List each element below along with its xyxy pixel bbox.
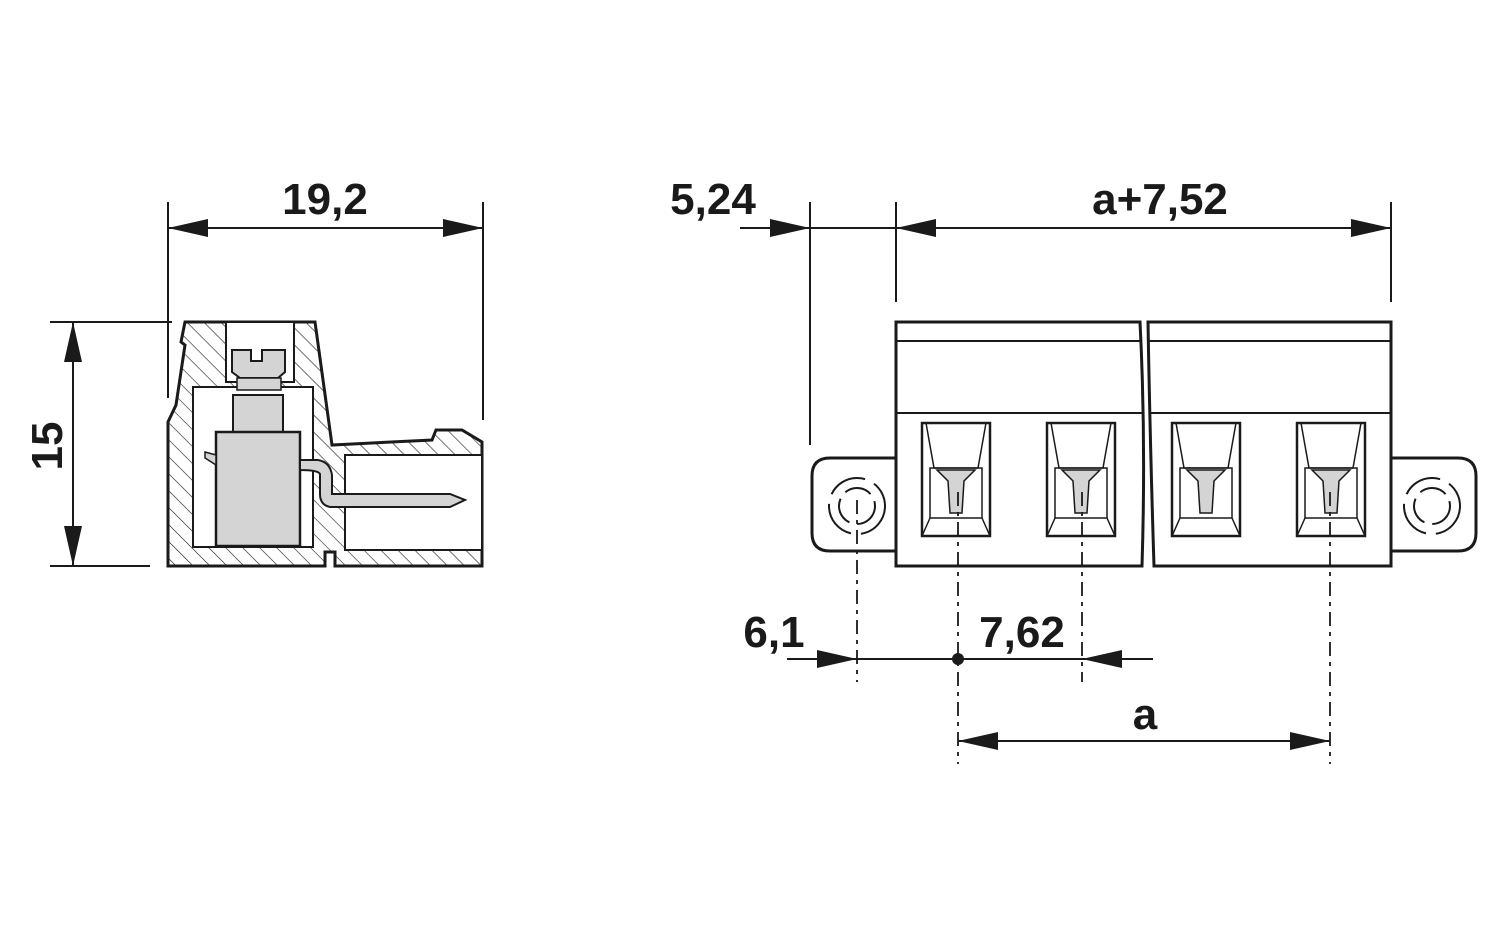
mounting-hole-right-icon bbox=[1403, 477, 1461, 535]
hole-offset-label: 6,1 bbox=[743, 608, 804, 657]
screw-head-icon bbox=[231, 349, 286, 379]
dimension-total-width: a+7,52 bbox=[810, 175, 1392, 302]
side-view: 19,2 15 bbox=[23, 175, 484, 568]
height-label: 15 bbox=[23, 422, 72, 471]
dimension-height-15: 15 bbox=[23, 321, 172, 567]
mounting-hole-left-icon bbox=[828, 477, 886, 535]
pitch-label: 7,62 bbox=[979, 608, 1065, 657]
offset-label: 5,24 bbox=[670, 175, 756, 224]
terminal-opening-4 bbox=[1295, 421, 1367, 538]
flange-left bbox=[810, 456, 896, 553]
contact-pin bbox=[299, 459, 468, 508]
terminal-opening-1 bbox=[920, 421, 992, 538]
total-width-label: a+7,52 bbox=[1092, 175, 1228, 224]
terminal-opening-2 bbox=[1045, 421, 1117, 538]
dimension-width-19-2: 19,2 bbox=[167, 175, 484, 420]
width-label: 19,2 bbox=[282, 175, 368, 224]
center-lines bbox=[856, 492, 1331, 764]
housing-section bbox=[166, 320, 484, 568]
front-view: 5,24 a+7,52 bbox=[670, 175, 1478, 764]
dimension-span-a: a bbox=[958, 690, 1330, 750]
dimension-hole-and-pitch: 6,1 7,62 bbox=[743, 608, 1153, 668]
flange-right bbox=[1391, 456, 1478, 553]
span-label: a bbox=[1133, 690, 1158, 739]
terminal-opening-3 bbox=[1170, 421, 1242, 538]
dimension-offset-5-24: 5,24 bbox=[670, 175, 811, 445]
clamp-body bbox=[214, 430, 302, 548]
